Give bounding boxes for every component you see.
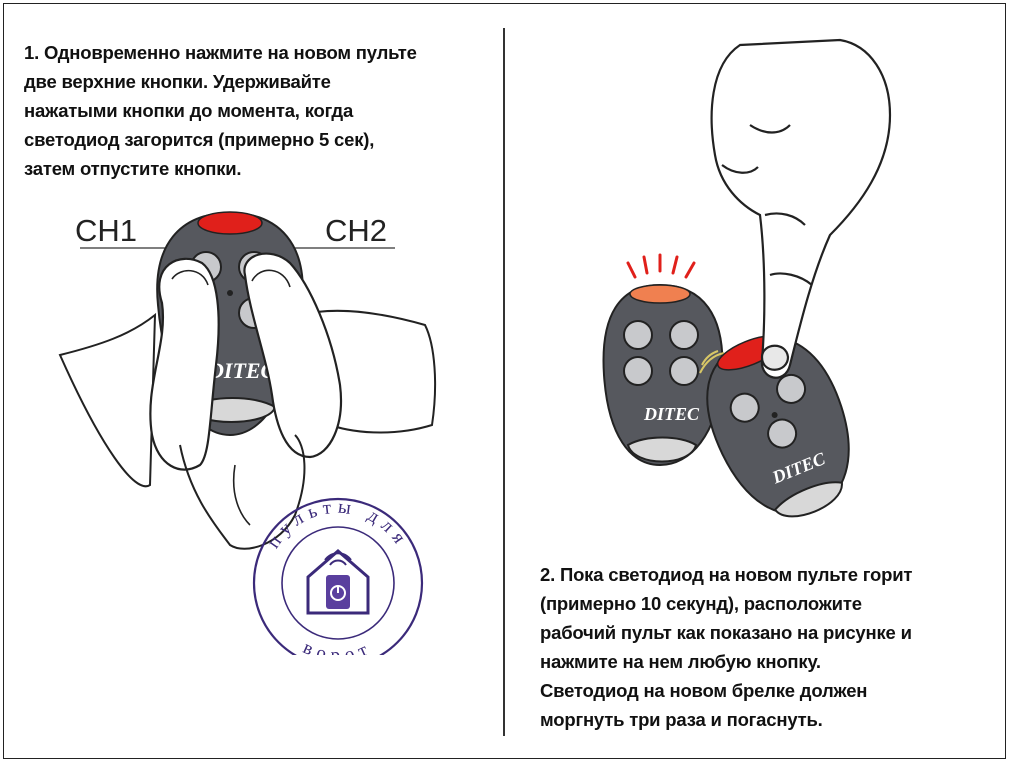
pointing-hand bbox=[710, 38, 892, 379]
brand-stamp: пульты для ворот bbox=[252, 497, 424, 655]
brand-logo: DITEC bbox=[643, 404, 700, 424]
step-2-line: рабочий пульт как показано на рисунке и bbox=[540, 622, 912, 643]
left-thumb bbox=[149, 257, 220, 471]
step-2-line: (примерно 10 секунд), расположите bbox=[540, 593, 862, 614]
hand-outline bbox=[58, 312, 157, 488]
step-1-line: светодиод загорится (примерно 5 сек), bbox=[24, 129, 375, 150]
working-remote: DITEC bbox=[706, 335, 850, 518]
finger-pressing-illustration: DITEC DITEC bbox=[602, 38, 892, 518]
remote-button bbox=[729, 392, 760, 423]
ch2-label: CH2 bbox=[325, 213, 387, 248]
remote-button bbox=[776, 373, 807, 404]
keyring-loop bbox=[773, 481, 843, 518]
remote-button bbox=[623, 356, 653, 386]
remote-button bbox=[669, 320, 699, 350]
step-1-line: затем отпустите кнопки. bbox=[24, 158, 242, 179]
house-remote-icon bbox=[306, 549, 370, 615]
remote-button bbox=[623, 320, 653, 350]
right-thumb bbox=[243, 252, 343, 459]
led-blink-rays bbox=[626, 253, 696, 279]
step-2-instructions: 2. Пока светодиод на новом пульте горит … bbox=[540, 560, 912, 734]
step-1-line: две верхние кнопки. Удерживайте bbox=[24, 71, 331, 92]
two-thumbs-pressing-illustration: CH1 CH2 DITEC пульты для ворот bbox=[58, 211, 437, 655]
ch1-label: CH1 bbox=[75, 213, 137, 248]
step-2-line: 2. Пока светодиод на новом пульте горит bbox=[540, 564, 913, 585]
step-2-line: нажмите на нем любую кнопку. bbox=[540, 651, 821, 672]
column-divider bbox=[503, 28, 505, 736]
step-1-line: нажатыми кнопки до момента, когда bbox=[24, 100, 354, 121]
remote-button bbox=[767, 418, 798, 449]
led-indicator bbox=[629, 284, 691, 304]
remote-button bbox=[669, 356, 699, 386]
step-2-line: моргнуть три раза и погаснуть. bbox=[540, 709, 823, 730]
step-2-line: Светодиод на новом брелке должен bbox=[540, 680, 868, 701]
step-1-line: 1. Одновременно нажмите на новом пульте bbox=[24, 42, 417, 63]
page-frame bbox=[3, 3, 1006, 759]
step-1-instructions: 1. Одновременно нажмите на новом пульте … bbox=[24, 38, 417, 183]
stamp-top-text: пульты для bbox=[263, 497, 413, 553]
signal-waves-icon bbox=[699, 350, 725, 374]
keyring-loop bbox=[626, 436, 698, 463]
led-indicator bbox=[197, 211, 263, 235]
new-remote: DITEC bbox=[602, 283, 724, 467]
